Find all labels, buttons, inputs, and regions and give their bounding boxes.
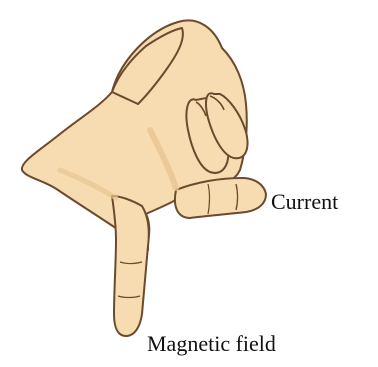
current-label: Current (271, 191, 338, 213)
magnetic-field-label: Magnetic field (147, 333, 276, 355)
index-finger (112, 196, 149, 336)
